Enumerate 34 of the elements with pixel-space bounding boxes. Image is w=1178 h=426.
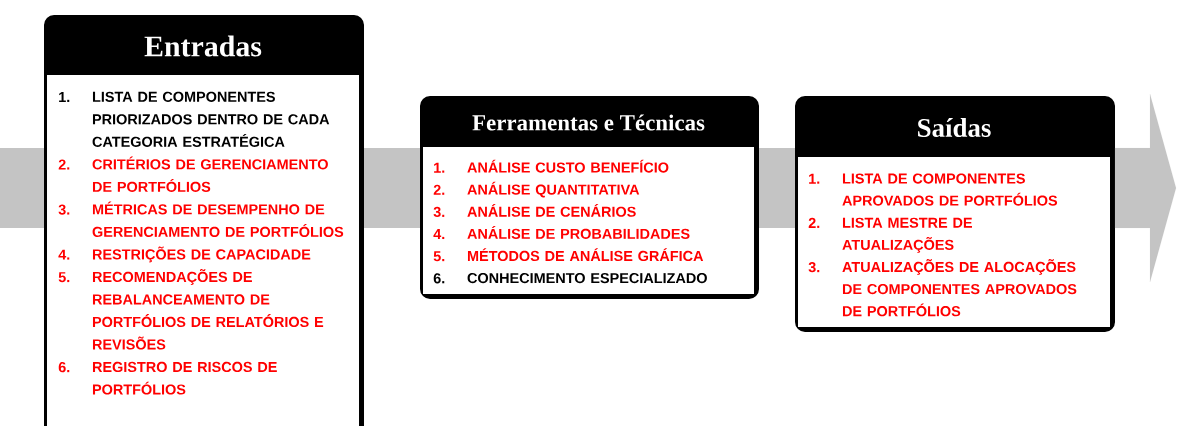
list-number: 6. (433, 273, 445, 284)
list-number: 6. (58, 362, 70, 373)
card-heading: Entradas (144, 35, 262, 57)
list-number: 3. (808, 262, 820, 273)
list-number: 5. (58, 272, 70, 283)
list-item: ANÁLISE DE CENÁRIOS (467, 203, 636, 217)
list-number: 2. (433, 184, 445, 195)
list-item: ATUALIZAÇÕES DE ALOCAÇÕES DE COMPONENTES APROVADOS DE PORTFÓLIOS (842, 259, 1077, 317)
list-item: ANÁLISE CUSTO BENEFÍCIO (467, 159, 669, 173)
list-number: 3. (433, 206, 445, 218)
list-item: RESTRIÇÕES DE CAPACIDADE (92, 246, 311, 263)
list-number: 4. (433, 229, 445, 240)
list-number: 2. (808, 217, 820, 228)
list-item: LISTA MESTRE DE ATUALIZAÇÕES (842, 217, 972, 253)
list-item: CRITÉRIOS DE GERENCIAMENTO DE PORTFÓLIOS (92, 156, 328, 192)
list-item: MÉTRICAS DE DESEMPENHO DE GERENCIAMENTO DE PORTFÓLIOS (92, 201, 344, 237)
list-number: 2. (58, 159, 70, 170)
list-number: 5. (433, 251, 445, 262)
list-number: 1. (809, 173, 820, 184)
list-number: 1. (434, 162, 445, 173)
list-item: ANÁLISE DE PROBABILIDADES (467, 226, 690, 239)
list-number: 3. (58, 204, 70, 215)
card-heading: Ferramentas e Técnicas (472, 114, 705, 131)
band-arrow (1114, 93, 1177, 283)
card-heading: Saídas (918, 118, 991, 137)
list-item: REGISTRO DE RISCOS DE PORTFÓLIOS (92, 361, 277, 395)
list-number: 4. (58, 249, 70, 260)
list-item: RECOMENDAÇÕES DE REBALANCEAMENTO DE PORTFÓLIOS DE RELATÓRIOS E REVISÕES (92, 269, 324, 350)
list-item: MÉTODOS DE ANÁLISE GRÁFICA (467, 248, 704, 262)
list-item: CONHECIMENTO ESPECIALIZADO (467, 273, 707, 284)
list-item: LISTA DE COMPONENTES PRIORIZADOS DENTRO DE CADA CATEGORIA ESTRATÉGICA (92, 91, 330, 147)
list-item: ANÁLISE QUANTITATIVA (467, 181, 640, 198)
list-item: LISTA DE COMPONENTES APROVADOS DE PORTFÓLIOS (842, 173, 1058, 206)
list-number: 1. (59, 92, 70, 102)
